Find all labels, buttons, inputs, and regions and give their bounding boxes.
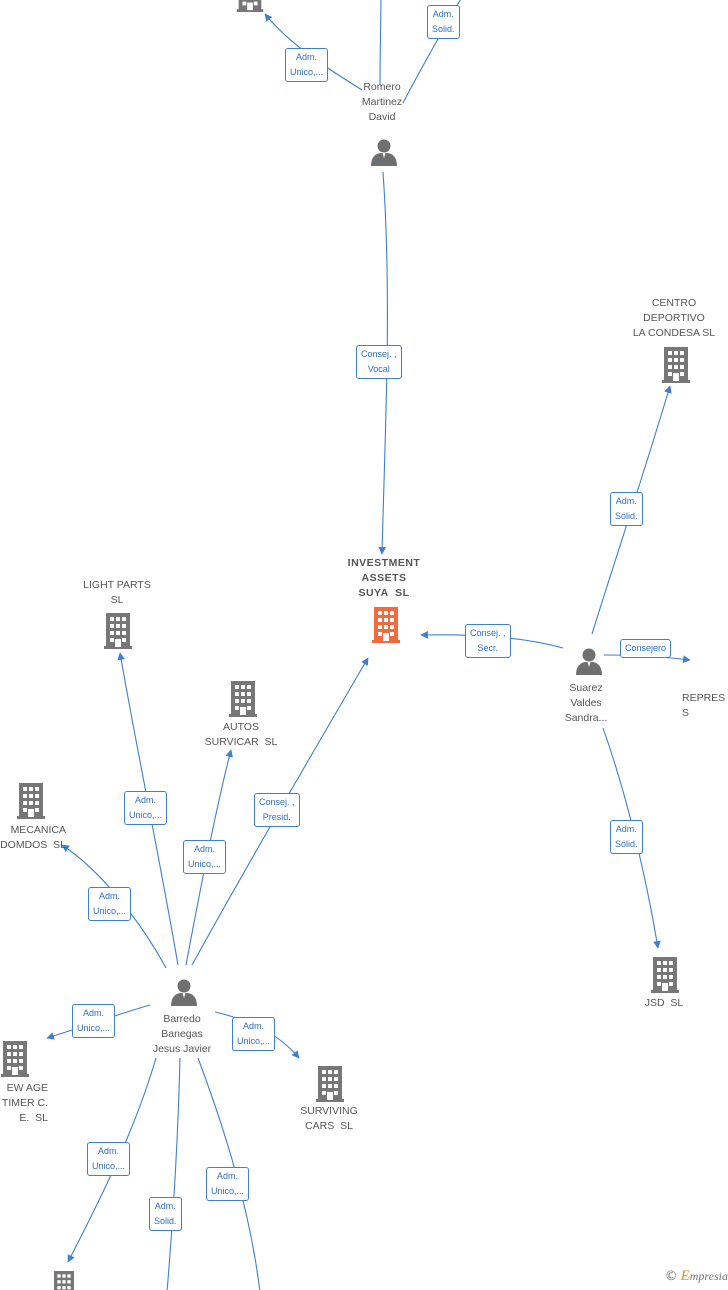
building-icon[interactable] bbox=[17, 783, 45, 819]
copyright-symbol: © bbox=[664, 1269, 678, 1284]
node-repres[interactable]: REPRES S bbox=[682, 692, 726, 719]
edge-label-adm-unico[interactable]: Adm. Unico,... bbox=[87, 1142, 131, 1176]
building-icon[interactable] bbox=[316, 1066, 344, 1102]
node-surviving-cars[interactable]: SURVIVING CARS SL bbox=[300, 1105, 358, 1132]
edge-label-consejero[interactable]: Consejero bbox=[620, 639, 672, 658]
edge-label-adm-unico[interactable]: Adm. Unico,... bbox=[206, 1167, 250, 1201]
node-autos-survicar[interactable]: AUTOS SURVICAR SL bbox=[204, 721, 278, 748]
brand-name: mpresia bbox=[689, 1269, 728, 1283]
edge-label-adm-solid[interactable]: Adm. Solid. bbox=[610, 492, 643, 526]
edge-romero-top bbox=[379, 0, 382, 86]
building-icon[interactable] bbox=[662, 347, 690, 383]
node-light-parts[interactable]: LIGHT PARTS SL bbox=[83, 579, 151, 606]
edge-barredo-bottom bbox=[166, 1057, 181, 1290]
edge-label-adm-unico[interactable]: Adm. Unico,... bbox=[232, 1017, 276, 1051]
building-icon[interactable] bbox=[1, 1041, 29, 1077]
building-icon[interactable] bbox=[104, 613, 132, 649]
edge-label-adm-unico[interactable]: Adm. Unico,... bbox=[183, 840, 227, 874]
edge-label-consej-presid[interactable]: Consej. , Presid. bbox=[254, 793, 300, 827]
edge-label-adm-solid[interactable]: Adm. Solid. bbox=[427, 5, 460, 39]
brand-initial: E bbox=[680, 1268, 690, 1284]
edge-romero-top-right bbox=[402, 0, 461, 104]
node-romero-martinez-david[interactable]: Romero Martinez David bbox=[361, 81, 403, 123]
building-icon[interactable] bbox=[651, 957, 679, 993]
person-icon[interactable] bbox=[171, 979, 197, 1007]
node-investment-assets-suya[interactable]: INVESTMENT ASSETS SUYA SL bbox=[347, 557, 421, 599]
edge-label-adm-unico[interactable]: Adm. Unico,... bbox=[72, 1004, 116, 1038]
edge-label-adm-unico[interactable]: Adm. Unico,... bbox=[88, 887, 132, 921]
node-jsd-sl[interactable]: JSD SL bbox=[644, 997, 684, 1009]
building-icon[interactable] bbox=[229, 681, 257, 717]
edge-label-adm-unico[interactable]: Adm. Unico,... bbox=[285, 48, 329, 82]
node-centro-deportivo[interactable]: CENTRO DEPORTIVO LA CONDESA SL bbox=[632, 297, 716, 339]
edge-label-consej-vocal[interactable]: Consej. , Vocal bbox=[356, 345, 402, 379]
edge-label-adm-solid[interactable]: Adm. Solid. bbox=[610, 820, 643, 854]
building-icon[interactable] bbox=[52, 1271, 76, 1290]
building-icon[interactable] bbox=[236, 0, 264, 12]
empresia-logo: ©Empresia bbox=[665, 1268, 728, 1285]
person-icon[interactable] bbox=[371, 139, 397, 167]
edge-label-adm-unico[interactable]: Adm. Unico,... bbox=[124, 791, 168, 825]
edge-label-adm-solid[interactable]: Adm. Solid. bbox=[149, 1197, 182, 1231]
node-mecanica-domdos[interactable]: MECANICA DOMDOS SL bbox=[0, 824, 66, 851]
person-icon[interactable] bbox=[576, 648, 602, 676]
building-icon[interactable] bbox=[372, 607, 400, 643]
node-suarez-valdes-sandra[interactable]: Suarez Valdes Sandra... bbox=[564, 682, 608, 724]
node-new-age-timer[interactable]: EW AGE TIMER C. E. SL bbox=[1, 1082, 48, 1124]
edge-label-consej-secr[interactable]: Consej. , Secr. bbox=[465, 624, 511, 658]
node-barredo-banegas-jesus-javier[interactable]: Barredo Banegas Jesus Javier bbox=[152, 1013, 212, 1055]
